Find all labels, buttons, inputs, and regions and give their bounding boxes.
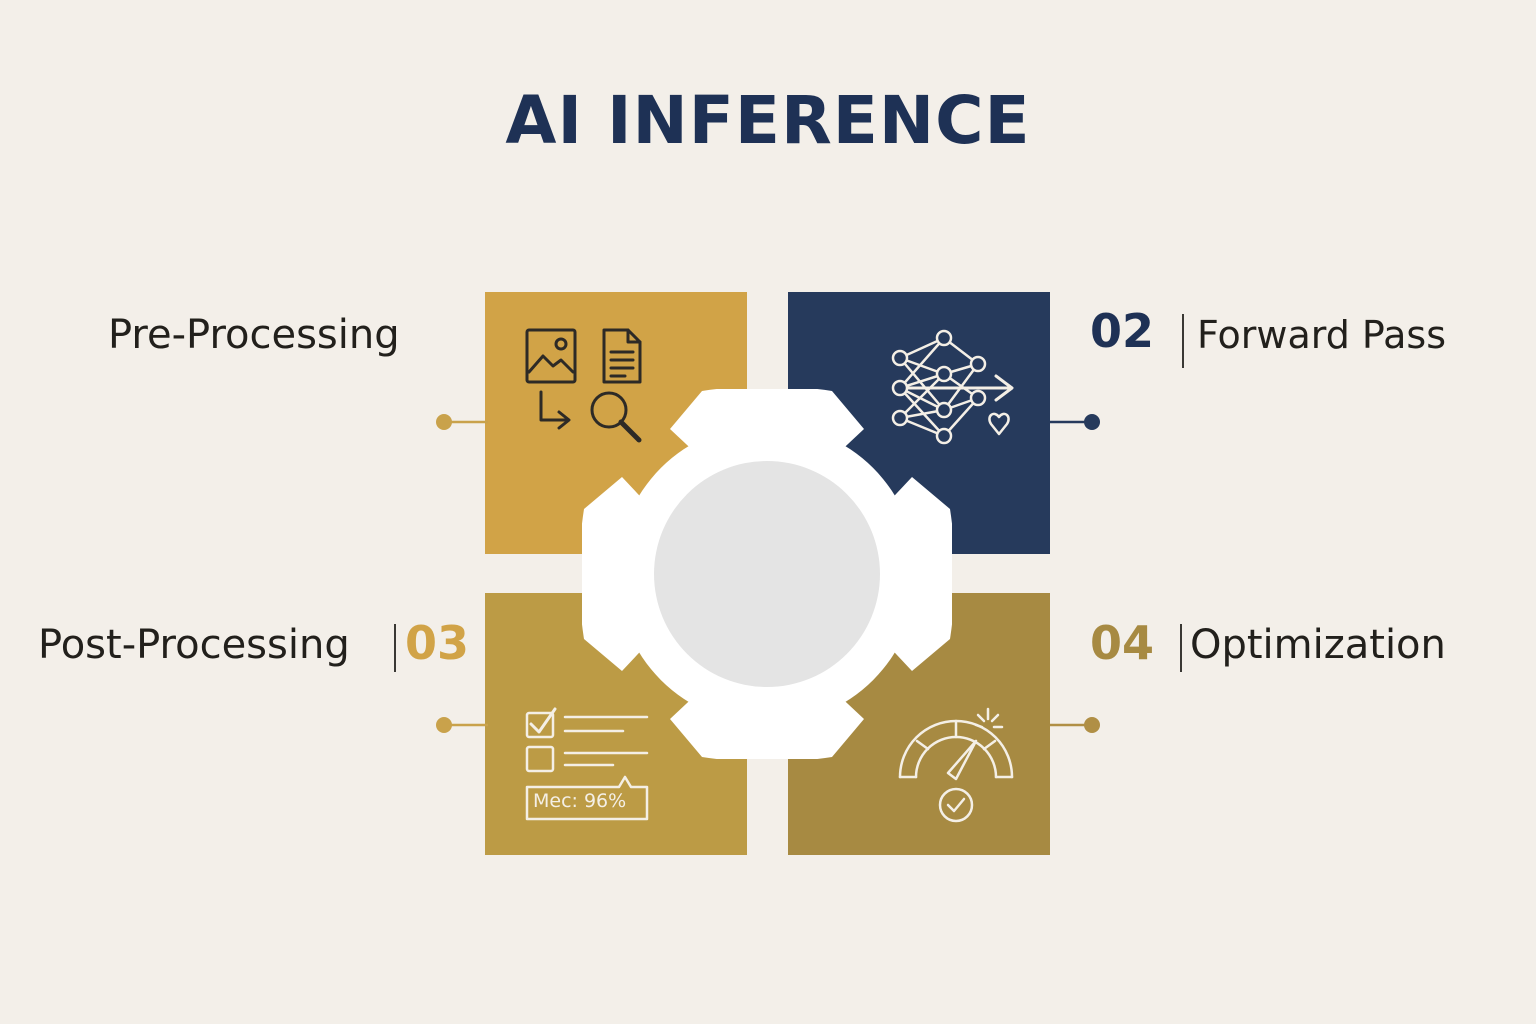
center-disc [654,461,880,687]
step-label-post-processing: Post-Processing [38,622,350,668]
step-label-forward-pass: Forward Pass [1197,313,1446,357]
step-label-pre-processing: Pre-Processing [108,312,400,358]
neural-network-icon [891,329,1014,445]
speedometer-check-icon [898,707,1014,823]
step-number-optimization: 04 [1090,616,1155,670]
separator [394,624,396,672]
step-number-post-processing: 03 [405,616,470,670]
connector-post-processing [436,717,488,733]
page-title: AI INFERENCE [505,82,1031,159]
checklist-accuracy-icon [525,707,649,821]
connector-optimization [1050,717,1100,733]
separator [1180,624,1182,672]
center-hub [582,389,952,759]
image-document-search-icon [525,328,642,443]
connector-pre-processing [436,414,488,430]
connector-forward-pass [1050,414,1100,430]
accuracy-badge-text: Mec: 96% [533,790,627,812]
step-label-optimization: Optimization [1190,622,1446,668]
separator [1182,314,1184,368]
step-number-forward-pass: 02 [1090,304,1155,358]
